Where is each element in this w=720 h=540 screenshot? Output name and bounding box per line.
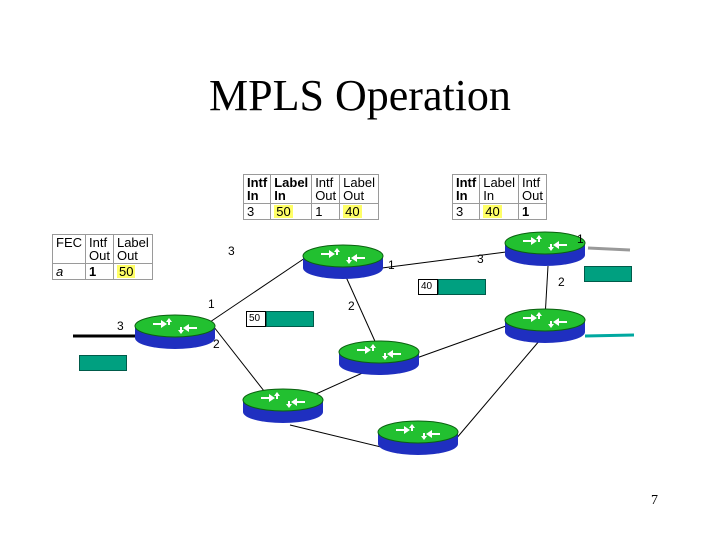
intf-label-mid-in: 3 — [228, 244, 235, 258]
slide-title: MPLS Operation — [209, 71, 511, 120]
intf-label-left-out-top: 1 — [208, 297, 215, 311]
cell-fec: a — [52, 263, 86, 280]
router-lower-left — [242, 388, 324, 423]
link-mid-center — [341, 267, 379, 349]
packet-payload-50 — [266, 311, 314, 327]
link-egress-host — [584, 333, 635, 338]
packet-egress — [584, 266, 632, 282]
cell-intf-in: 3 — [242, 203, 272, 220]
cell-intf-out: 1 — [518, 203, 547, 220]
intf-label-right-out: 1 — [577, 232, 584, 246]
router-bottom — [377, 420, 459, 455]
link-bottom-right2 — [454, 339, 541, 441]
cell-label-in: 40 — [479, 203, 520, 220]
page-number: 7 — [651, 493, 658, 508]
cell-intf-out: 1 — [311, 203, 341, 220]
intf-label-left-in: 3 — [117, 319, 124, 333]
link-center-right2 — [410, 325, 507, 361]
intf-label-right-in: 3 — [477, 252, 484, 266]
cell-label-out: 50 — [112, 263, 153, 280]
packet-label-50: 50 — [246, 311, 266, 327]
packet-ingress — [79, 355, 127, 371]
link-left-mid — [209, 257, 306, 323]
intf-label-mid-bottom: 2 — [348, 299, 355, 313]
packet-label-40: 40 — [418, 279, 438, 295]
router-left — [134, 314, 216, 349]
cell-intf-in: 3 — [451, 203, 481, 220]
link-egress-top — [587, 246, 631, 252]
router-right2 — [504, 308, 586, 343]
router-mid — [302, 244, 384, 279]
router-center — [338, 340, 420, 375]
links — [73, 246, 635, 449]
intf-label-left-out-bottom: 2 — [213, 337, 220, 351]
link-mid-right — [381, 251, 507, 269]
cell-label-out: 40 — [339, 203, 379, 220]
packet-payload-40 — [438, 279, 486, 295]
cell-intf-out: 1 — [85, 263, 114, 280]
header-fec: FEC — [52, 234, 86, 264]
intf-label-right-bottom: 2 — [558, 275, 565, 289]
link-lower-bottom — [289, 424, 386, 449]
router-right — [504, 231, 586, 266]
intf-label-mid-out: 1 — [388, 258, 395, 272]
cell-label-in: 50 — [270, 203, 313, 220]
